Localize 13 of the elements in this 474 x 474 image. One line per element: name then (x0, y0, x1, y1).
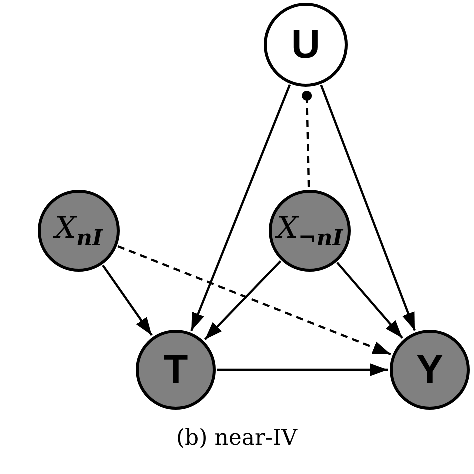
node-label: T (164, 348, 188, 392)
node-label: Y (416, 348, 444, 392)
node-label: X$_{¬nI}$ (276, 210, 344, 252)
arrow (217, 364, 388, 376)
arrow (102, 264, 153, 336)
node-label: U (292, 22, 320, 68)
arrow (190, 84, 292, 332)
figure-caption: (b) near-IV (176, 426, 298, 451)
arrow (118, 245, 392, 356)
arrow (320, 84, 416, 332)
node-label: X$_{nI}$ (55, 210, 103, 252)
arrow (336, 262, 404, 339)
arrow (204, 260, 282, 341)
